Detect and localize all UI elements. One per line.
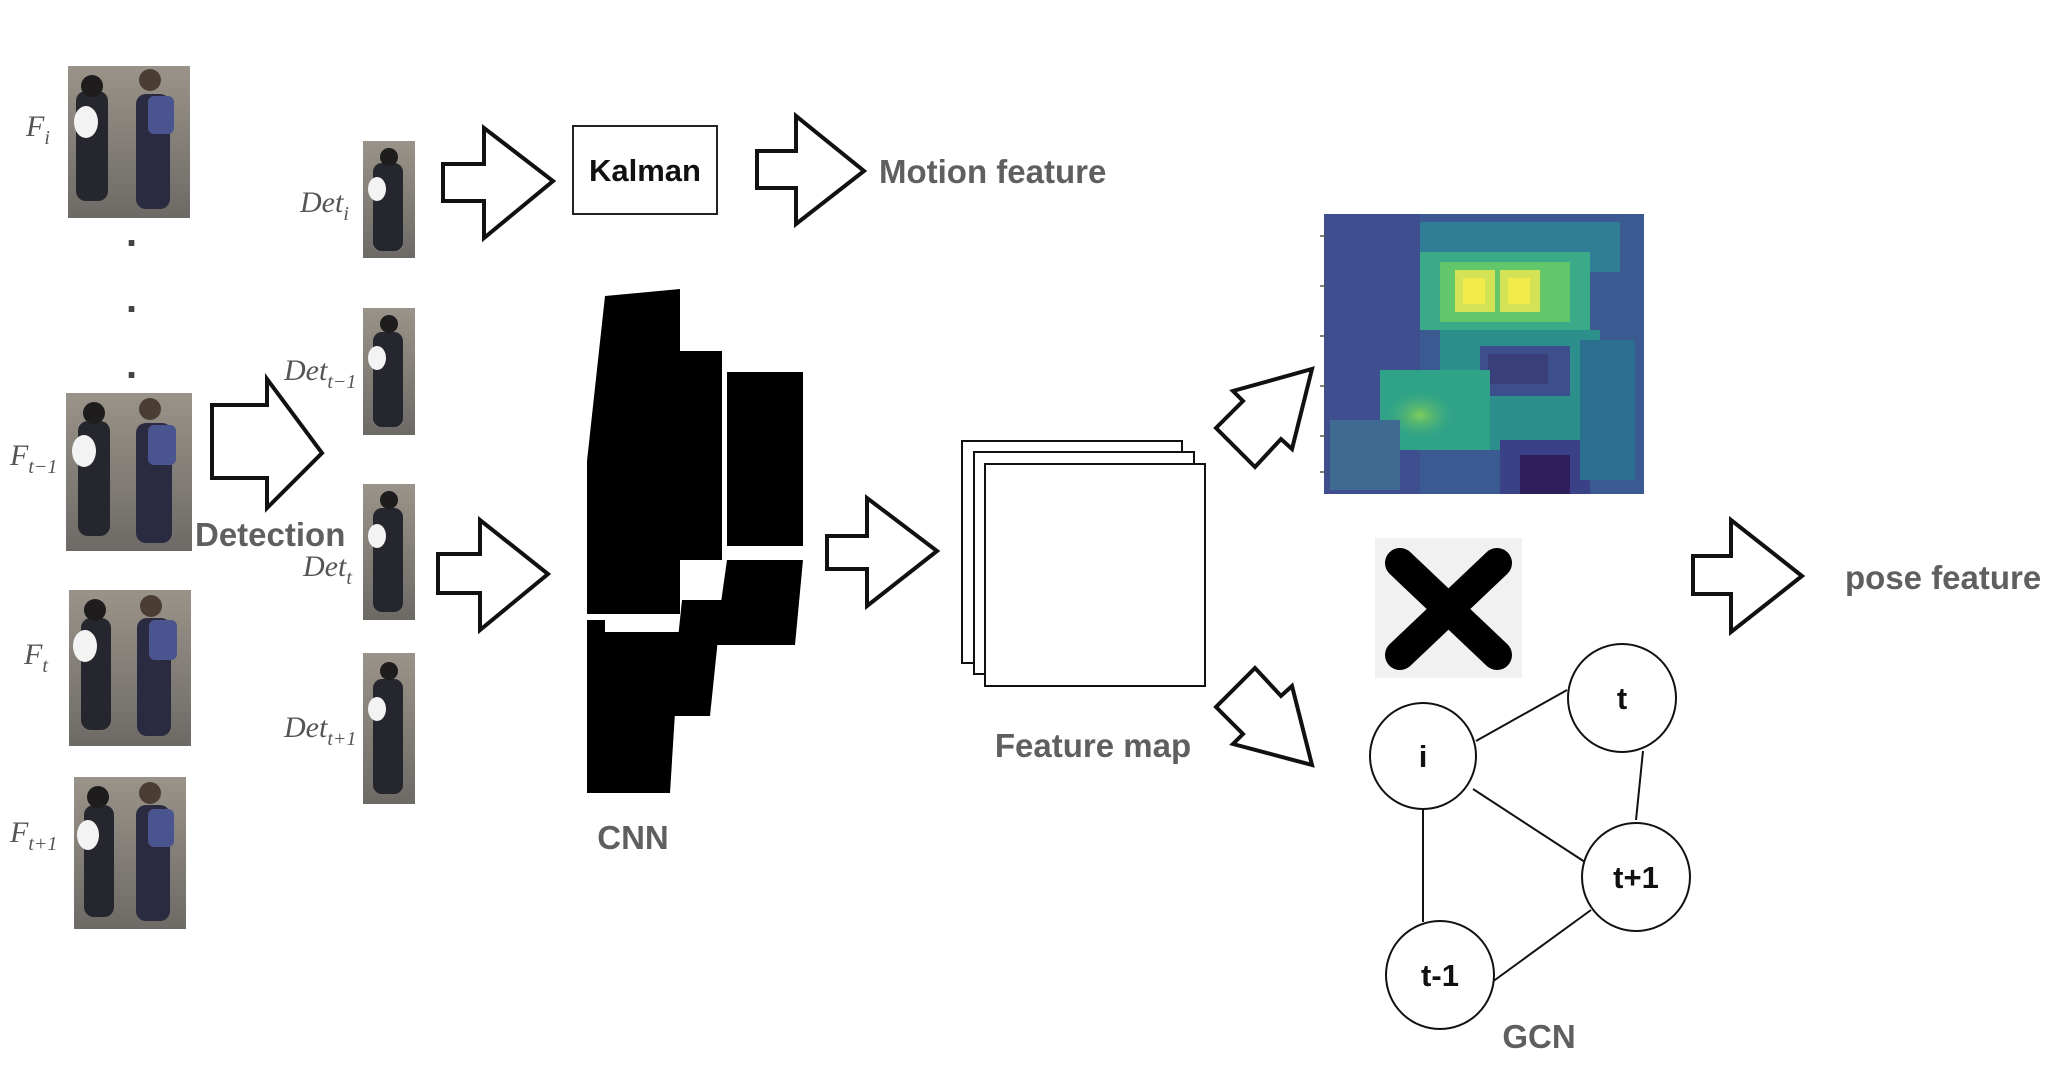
kalman-label: Kalman (589, 153, 701, 188)
arrow-icon (436, 515, 552, 635)
frame-label: Ft−1 (9, 439, 57, 478)
detection-crop (363, 141, 415, 258)
detection-label: Detection (195, 516, 345, 553)
arrow-icon (1213, 665, 1315, 768)
svg-text:t+1: t+1 (1613, 860, 1659, 895)
attention-heatmap (1320, 214, 1644, 494)
arrow-icon (210, 372, 325, 513)
gcn-label: GCN (1502, 1018, 1575, 1055)
detection-crop (363, 308, 415, 435)
multiply-icon (1375, 538, 1522, 678)
detection-label-i: Deti (299, 186, 349, 225)
frame-image (74, 777, 186, 929)
gcn-graph: i t t+1 t-1 (1369, 643, 1691, 1030)
motion-feature-label: Motion feature (879, 153, 1106, 190)
cnn-label: CNN (597, 819, 669, 856)
detection-label-t: Dett (302, 550, 352, 589)
graph-node: t+1 (1581, 822, 1691, 932)
arrow-icon (755, 111, 868, 229)
kalman-box (572, 125, 718, 215)
pose-feature-label: pose feature (1845, 559, 2041, 596)
feature-map-label: Feature map (995, 727, 1191, 764)
ellipsis-dot: . (126, 211, 137, 255)
frame-label: Fi (25, 110, 50, 149)
detection-column: Deti Dett−1 Dett Dett+1 (283, 141, 415, 804)
frame-image (68, 66, 190, 218)
graph-edge (1487, 909, 1592, 986)
cnn-block (587, 289, 803, 793)
ellipsis-dot: . (126, 277, 137, 321)
graph-edge (1635, 750, 1644, 821)
detection-crop (363, 653, 415, 804)
detection-label-t+1: Dett+1 (283, 711, 356, 750)
feature-map-stack (961, 440, 1206, 687)
arrow-icon (1691, 515, 1806, 637)
graph-edge (1472, 788, 1589, 865)
arrow-icon (441, 123, 557, 243)
detection-label-t-1: Dett−1 (283, 354, 356, 393)
frame-image (69, 590, 191, 746)
graph-node: t (1567, 643, 1677, 753)
svg-text:i: i (1419, 739, 1428, 774)
graph-edge (1475, 689, 1568, 742)
frame-label: Ft+1 (9, 816, 57, 855)
svg-text:t-1: t-1 (1421, 958, 1459, 993)
svg-text:t: t (1617, 681, 1627, 716)
arrow-icon (1213, 366, 1315, 470)
detection-crop (363, 484, 415, 620)
graph-node: t-1 (1385, 920, 1495, 1030)
graph-node: i (1369, 702, 1477, 810)
arrow-icon (825, 493, 941, 611)
frame-image (66, 393, 192, 551)
ellipsis-dot: . (126, 343, 137, 387)
frame-label: Ft (23, 638, 48, 677)
frame-column: Fi . . . Ft−1 Ft (9, 66, 192, 929)
